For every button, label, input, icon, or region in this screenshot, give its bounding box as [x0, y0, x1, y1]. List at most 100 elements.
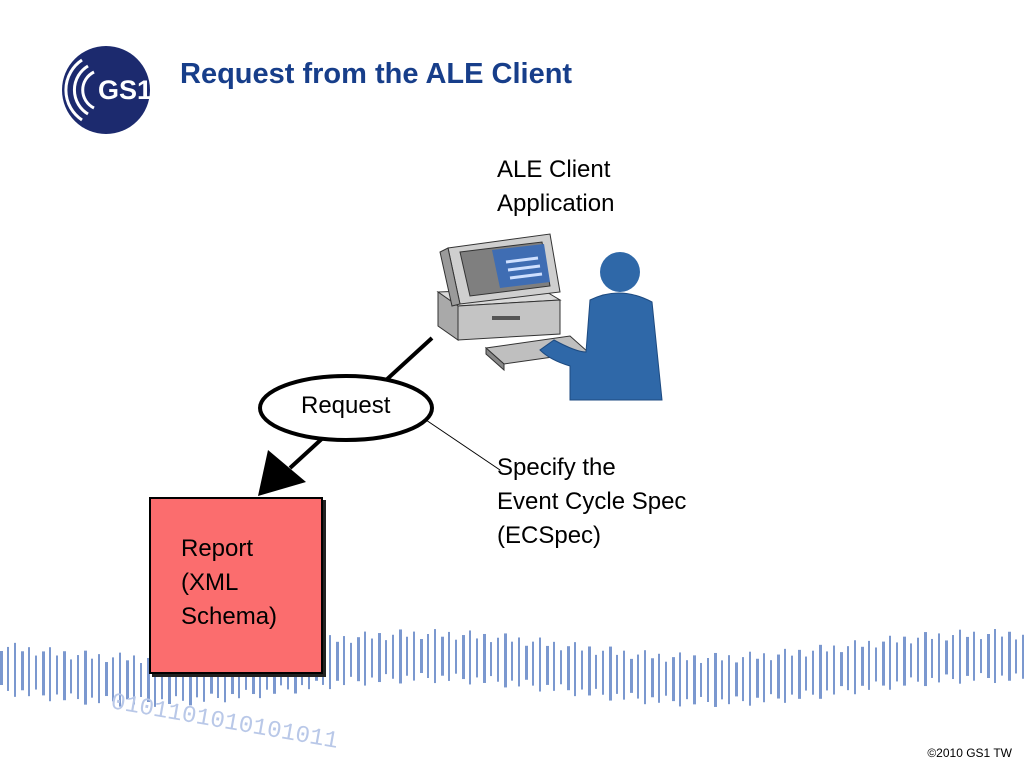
- barcode-stripe: [434, 629, 436, 684]
- barcode-stripe: [133, 655, 135, 705]
- barcode-stripe: [49, 647, 51, 702]
- barcode-stripe: [126, 660, 129, 700]
- copyright-footer: ©2010 GS1 TW: [927, 746, 1012, 760]
- spec-line-2: Event Cycle Spec: [497, 488, 687, 515]
- barcode-stripe: [756, 658, 759, 698]
- barcode-stripe: [714, 652, 717, 707]
- ale-client-line-2: Application: [497, 190, 615, 217]
- report-box: [149, 497, 323, 674]
- barcode-stripe: [329, 635, 331, 690]
- computer-user-illustration: [436, 233, 663, 401]
- barcode-stripe: [721, 660, 723, 700]
- barcode-stripe: [539, 637, 541, 692]
- barcode-stripe: [1008, 631, 1011, 681]
- barcode-stripe: [784, 648, 786, 703]
- barcode-stripe: [931, 638, 933, 678]
- spec-line-1: Specify the: [497, 454, 616, 481]
- barcode-stripe: [518, 637, 520, 687]
- barcode-stripe: [105, 662, 108, 697]
- barcode-stripe: [462, 635, 465, 680]
- barcode-stripe: [392, 634, 394, 679]
- barcode-stripe: [700, 662, 702, 697]
- barcode-stripe: [98, 654, 100, 704]
- barcode-stripe: [1015, 639, 1017, 674]
- barcode-stripe: [574, 642, 576, 697]
- barcode-stripe: [497, 637, 499, 682]
- barcode-stripe: [903, 636, 906, 686]
- barcode-stripe: [553, 641, 555, 691]
- barcode-stripe: [966, 636, 969, 676]
- barcode-stripe: [938, 633, 940, 683]
- barcode-stripe: [469, 630, 471, 685]
- gs1-logo: GS1: [62, 46, 152, 134]
- barcode-stripe: [742, 657, 744, 702]
- barcode-stripe: [567, 646, 570, 691]
- barcode-stripe: [630, 658, 633, 693]
- barcode-stripe: [189, 651, 192, 706]
- barcode-stripe: [777, 654, 780, 699]
- barcode-stripe: [154, 652, 156, 707]
- barcode-stripe: [168, 654, 171, 704]
- barcode-stripe: [56, 655, 58, 695]
- barcode-stripe: [63, 651, 66, 701]
- barcode-stripe: [231, 655, 234, 695]
- barcode-stripe: [532, 641, 534, 686]
- barcode-stripe: [973, 631, 975, 681]
- barcode-stripe: [0, 651, 3, 685]
- barcode-stripe: [854, 640, 856, 695]
- barcode-stripe: [805, 656, 807, 691]
- barcode-stripe: [14, 642, 16, 697]
- barcode-stripe: [371, 638, 373, 678]
- barcode-stripe: [7, 646, 9, 691]
- barcode-stripe: [833, 645, 835, 695]
- barcode-stripe: [350, 642, 352, 677]
- barcode-stripe: [364, 631, 366, 686]
- barcode-stripe: [672, 657, 675, 702]
- barcode-stripe: [427, 634, 429, 679]
- barcode-stripe: [987, 634, 990, 679]
- barcode-stripe: [182, 656, 184, 701]
- barcode-stripe: [210, 659, 213, 694]
- barcode-stripe: [322, 640, 324, 685]
- barcode-stripe: [693, 655, 696, 705]
- barcode-stripe: [1022, 634, 1024, 679]
- barcode-stripe: [994, 629, 996, 684]
- barcode-stripe: [91, 658, 93, 698]
- barcode-stripe: [707, 658, 709, 702]
- barcode-stripe: [175, 662, 177, 697]
- barcode-stripe: [609, 646, 612, 701]
- barcode-stripe: [28, 647, 30, 697]
- barcode-stripe: [651, 658, 654, 698]
- barcode-stripe: [343, 636, 345, 686]
- barcode-stripe: [77, 655, 79, 700]
- request-ellipse: [258, 374, 434, 442]
- barcode-stripe: [728, 655, 730, 705]
- barcode-stripe: [595, 654, 597, 689]
- barcode-stripe: [861, 646, 864, 686]
- report-line-2: (XML: [181, 569, 239, 596]
- spec-line-3: (ECSpec): [497, 522, 602, 549]
- barcode-stripe: [504, 633, 507, 688]
- barcode-stripe: [826, 651, 828, 691]
- barcode-stripe: [945, 640, 948, 675]
- barcode-stripe: [581, 650, 583, 690]
- barcode-stripe: [686, 660, 688, 700]
- barcode-stripe: [770, 660, 772, 695]
- barcode-stripe: [196, 658, 198, 698]
- barcode-stripe: [602, 650, 604, 695]
- barcode-stripe: [763, 653, 765, 703]
- barcode-stripe: [490, 642, 492, 677]
- barcode-stripe: [896, 642, 898, 682]
- ale-client-line-1: ALE Client: [497, 156, 611, 183]
- barcode-stripe: [798, 649, 801, 699]
- barcode-stripe: [623, 650, 625, 700]
- barcode-stripe: [847, 646, 849, 691]
- barcode-stripe: [420, 639, 423, 674]
- barcode-stripe: [441, 636, 444, 676]
- barcode-stripe: [546, 645, 549, 685]
- barcode-stripe: [455, 639, 457, 674]
- barcode-stripe: [868, 640, 870, 690]
- arrow-head: [258, 450, 306, 496]
- report-line-1: Report: [181, 535, 254, 562]
- barcode-stripe: [448, 631, 450, 681]
